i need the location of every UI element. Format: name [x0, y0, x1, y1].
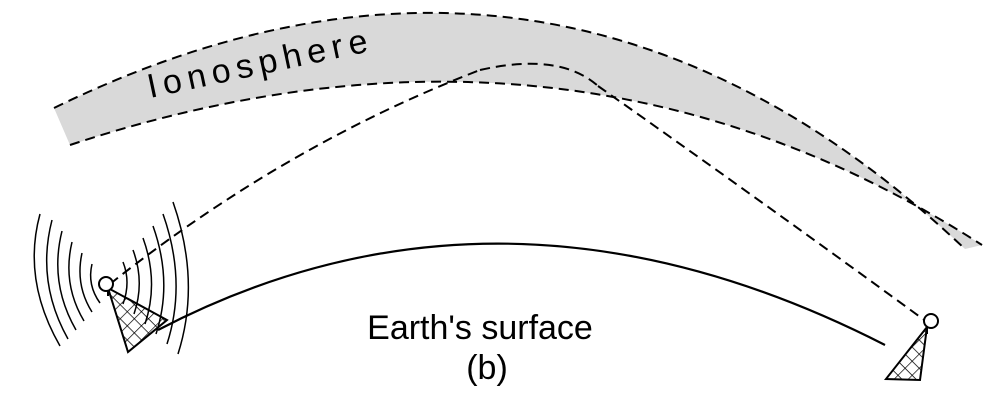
ionosphere-band — [54, 12, 982, 249]
right-tower-icon — [883, 313, 939, 382]
earth-surface-label: Earth's surface — [367, 309, 593, 347]
signal-waves-icon — [33, 201, 190, 355]
ionosphere-lower-boundary — [69, 80, 983, 246]
signal-path-up — [109, 69, 481, 285]
ionosphere-upper-boundary — [53, 11, 966, 250]
left-tower-icon — [98, 276, 169, 354]
figure-caption: (b) — [466, 349, 508, 387]
signal-path-reflection — [479, 62, 599, 87]
earth-surface-arc — [157, 242, 886, 346]
signal-path-down — [597, 85, 928, 323]
